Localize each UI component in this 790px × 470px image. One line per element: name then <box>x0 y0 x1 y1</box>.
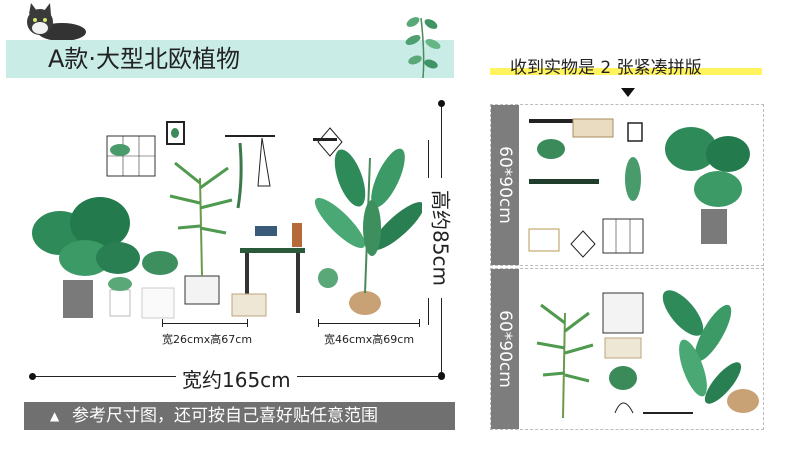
right-item-dimension-line <box>318 323 420 324</box>
arrow-down-icon <box>621 88 635 97</box>
left-item-dimension-tick-start <box>162 319 163 327</box>
sheet-panel-2: 60*90cm <box>490 268 764 430</box>
reference-note-bar <box>24 402 455 430</box>
page-title: A款·大型北欧植物 <box>48 45 241 73</box>
width-line-left-dot <box>29 373 36 380</box>
total-height-label: 高约85cm <box>422 178 462 298</box>
width-line-right-dot <box>438 373 445 380</box>
sheet-size-label: 60*90cm <box>491 269 519 429</box>
height-line-top-dot <box>438 100 445 107</box>
reference-note-text: 参考尺寸图，还可按自己喜好贴任意范围 <box>72 406 378 426</box>
left-item-dimension-line <box>162 323 248 324</box>
sheet-2-preview <box>536 290 759 419</box>
sheet-panel-1: 60*90cm <box>490 104 764 266</box>
title-banner <box>6 40 454 78</box>
sheet-1-preview <box>528 118 750 258</box>
plant-collage-illustration <box>30 108 430 323</box>
left-item-dimension-tick-end <box>247 319 248 327</box>
total-width-label: 宽约165cm <box>176 364 297 393</box>
left-item-dimension-label: 宽26cmx高67cm <box>162 333 253 346</box>
leaf-sprig-icon <box>395 8 451 80</box>
right-item-dimension-tick-end <box>419 319 420 327</box>
sheet-size-label: 60*90cm <box>491 105 519 265</box>
caret-up-icon: ▲ <box>50 409 60 423</box>
right-item-dimension-tick-start <box>318 319 319 327</box>
right-item-dimension-label: 宽46cmx高69cm <box>324 333 415 346</box>
cat-illustration <box>18 2 88 42</box>
delivery-heading: 收到实物是 2 张紧凑拼版 <box>510 58 702 78</box>
heading-highlight <box>490 68 762 75</box>
